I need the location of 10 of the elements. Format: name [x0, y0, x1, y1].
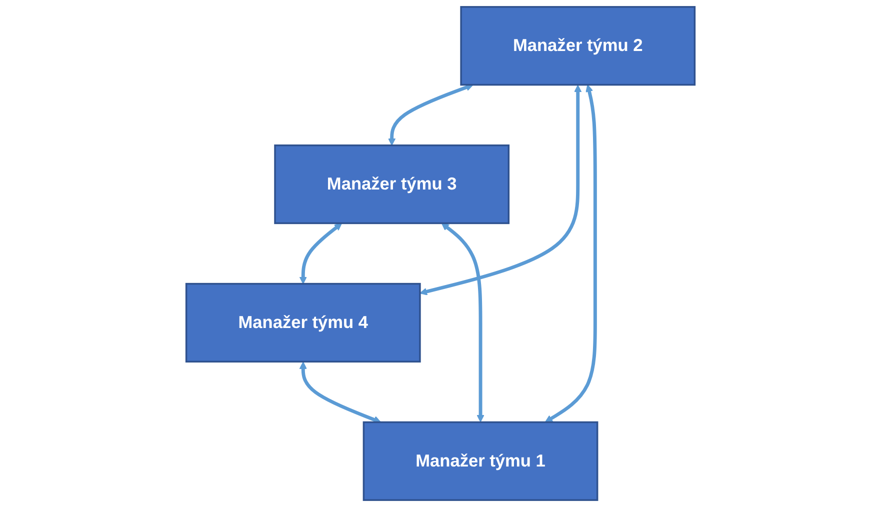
node-box: Manažer týmu 4: [185, 282, 421, 363]
arrow: [299, 362, 382, 424]
arrow: [388, 84, 474, 146]
arrow: [544, 84, 597, 422]
arrow: [420, 84, 582, 296]
arrow: [299, 223, 342, 284]
node-box: Manažer týmu 2: [460, 6, 696, 86]
node-box: Manažer týmu 3: [274, 144, 510, 224]
arrow: [441, 222, 484, 422]
node-box: Manažer týmu 1: [362, 421, 598, 501]
